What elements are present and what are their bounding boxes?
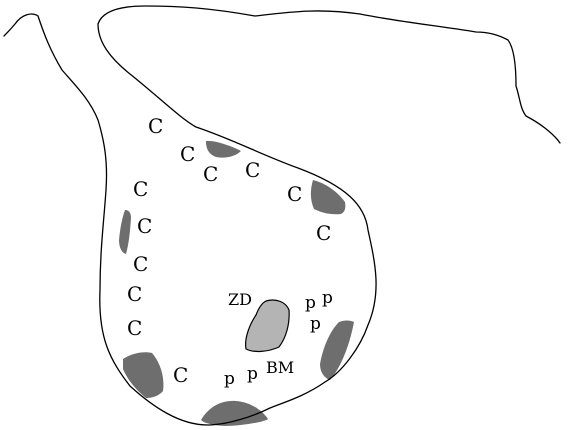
c-label: C [127, 316, 142, 340]
p-label: p [247, 364, 258, 384]
c-label: C [245, 158, 260, 182]
c-label: C [133, 177, 148, 201]
p-label: p [224, 369, 235, 389]
c-label: C [287, 182, 302, 206]
c-label: C [316, 221, 331, 245]
c-label: C [127, 282, 142, 306]
c-label: C [137, 214, 152, 238]
c-label: C [148, 114, 163, 138]
zd-label: ZD [228, 290, 252, 309]
bm-label: BM [266, 358, 294, 377]
c-label: C [180, 142, 195, 166]
dark-patches [119, 141, 354, 426]
zd-region [246, 300, 290, 351]
c-label: C [173, 363, 188, 387]
c-label: C [203, 162, 218, 186]
c-label: C [133, 252, 148, 276]
dark-patch-bottom-left [123, 352, 163, 398]
p-label: p [322, 288, 333, 308]
dark-patch-top [206, 141, 241, 158]
dark-patch-left [119, 210, 131, 254]
p-label: p [310, 314, 321, 334]
dark-patch-right-lower [320, 321, 354, 381]
p-label: p [305, 293, 316, 313]
dark-patch-right-upper [311, 180, 345, 214]
